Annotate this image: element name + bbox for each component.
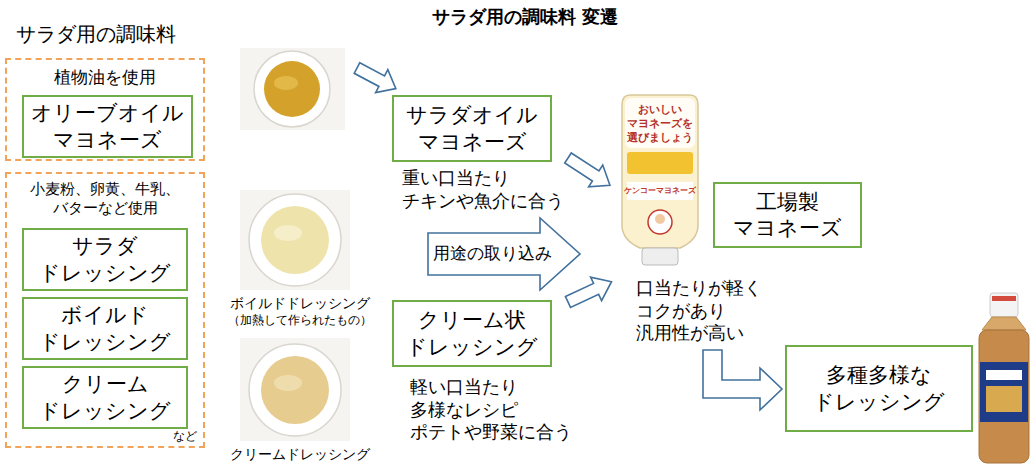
group-box: 小麦粉、卵黄、牛乳、 バターなど使用など サラダ ドレッシングボイルド ドレッシン… [5, 172, 205, 448]
bowl-photo [240, 190, 350, 290]
mayo-bottle-part [648, 210, 672, 234]
photo-caption: （加熱して作られたもの） [227, 313, 373, 328]
description-note: 軽い口当たり 多様なレシピ ポテトや野菜に合う [410, 376, 574, 444]
bowl-photo-part [274, 375, 302, 391]
mayo-bottle-part [622, 95, 698, 248]
product-text: ケンコーマヨネーズ [623, 186, 697, 196]
process-box: 工場製 マヨネーズ [713, 182, 862, 248]
mayo-bottle-part [642, 248, 678, 265]
dressing-bottle-part [986, 386, 1022, 412]
bowl-photo-part [274, 76, 298, 90]
description-note: 口当たりが軽く コクがあり 汎用性が高い [636, 277, 764, 345]
process-box: オリーブオイル マヨネーズ [22, 95, 193, 158]
dressing-bottle [979, 293, 1029, 463]
box-label: サラダ ドレッシング [38, 233, 172, 286]
bowl-photo-part [249, 194, 341, 286]
flow-arrow-part [563, 270, 617, 314]
diagram-title: サラダ用の調味料 変遷 [432, 6, 618, 29]
dressing-bottle-part [986, 370, 1022, 380]
process-box: 多種多様な ドレッシング [785, 345, 973, 432]
box-label: 植物油を使用 [53, 67, 157, 88]
process-box: サラダオイル マヨネーズ [392, 95, 552, 162]
flow-arrow-part [561, 147, 617, 196]
process-box: サラダ ドレッシング [22, 228, 188, 291]
box-label: クリーム ドレッシング [38, 371, 172, 424]
process-box: クリーム ドレッシング [22, 366, 188, 429]
dressing-bottle-part [992, 296, 1016, 301]
box-label: 工場製 マヨネーズ [732, 189, 843, 242]
dressing-bottle-part [979, 330, 1029, 463]
flow-arrow-part [703, 350, 782, 410]
mayo-bottle [622, 95, 698, 265]
bowl-photo-part [249, 344, 341, 436]
bowl-photo-part [254, 51, 330, 127]
box-note: など [171, 429, 197, 444]
bowl-photo-part [240, 190, 350, 290]
photo-caption: ボイルドドレッシング [229, 295, 371, 313]
process-box: クリーム状 ドレッシング [392, 300, 552, 367]
bowl-photo-part [274, 225, 302, 241]
box-label: 小麦粉、卵黄、牛乳、 バターなど使用 [29, 180, 181, 218]
box-label: 多種多様な ドレッシング [812, 362, 946, 415]
bowl-photo-part [264, 61, 320, 117]
dressing-bottle-part [982, 317, 1026, 330]
flow-arrow-part [428, 218, 580, 290]
section-heading: サラダ用の調味料 [15, 22, 177, 47]
mayo-bottle-part [627, 152, 693, 174]
bowl-photo [240, 48, 345, 130]
product-text: おいしい マヨネーズを 選びましょう [626, 103, 694, 144]
bowl-photo [240, 338, 350, 441]
box-label: クリーム状 ドレッシング [405, 307, 539, 360]
bowl-photo-part [261, 356, 329, 424]
flow-arrow-part [351, 57, 402, 101]
dressing-bottle-part [980, 362, 1028, 422]
mayo-bottle-part [625, 98, 695, 148]
bowl-photo-part [240, 338, 350, 441]
mayo-bottle-part [655, 214, 665, 224]
bowl-photo-part [261, 206, 329, 274]
process-box: ボイルド ドレッシング [22, 297, 188, 360]
box-label: ボイルド ドレッシング [38, 302, 172, 355]
description-note: 重い口当たり チキンや魚介に合う [402, 167, 566, 212]
box-label: サラダオイル マヨネーズ [405, 102, 539, 155]
photo-caption: クリームドレッシング [229, 446, 371, 464]
dressing-bottle-part [990, 293, 1018, 317]
box-label: オリーブオイル マヨネーズ [30, 100, 185, 153]
bowl-photo-part [240, 48, 345, 130]
arrow-label: 用途の取り込み [432, 243, 553, 264]
group-box: 植物油を使用オリーブオイル マヨネーズ [5, 58, 205, 161]
